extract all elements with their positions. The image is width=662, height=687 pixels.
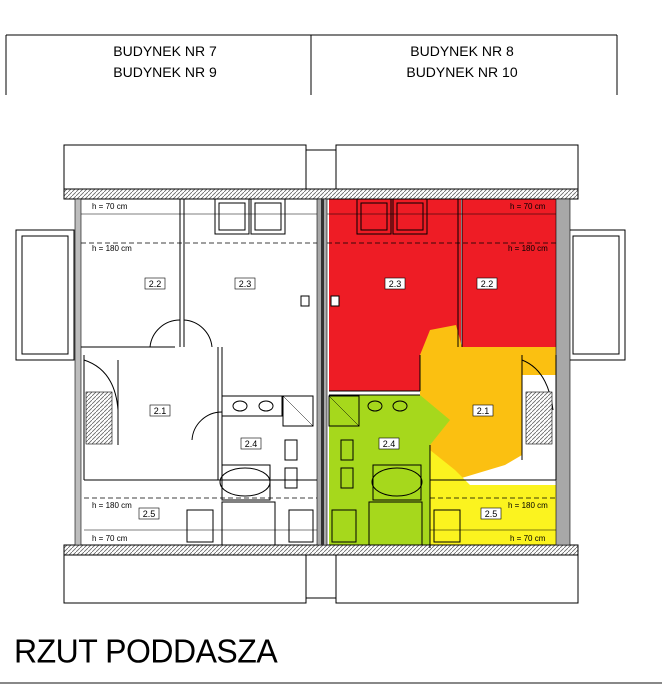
room-2-4-fill	[329, 395, 450, 548]
stairs	[85, 391, 553, 445]
right-room-labels: 2.3 2.2 2.1 2.4 2.5 h = 70 cm h = 180 cm…	[378, 202, 548, 543]
height-label-top70-left: h = 70 cm	[92, 202, 128, 211]
height-label-bot70-right: h = 70 cm	[510, 534, 546, 543]
room-label-2-1-right: 2.1	[477, 406, 490, 416]
room-label-2-1-left: 2.1	[154, 406, 167, 416]
header-left-line2: BUDYNEK NR 9	[113, 64, 217, 80]
room-label-2-4-left: 2.4	[245, 439, 258, 449]
room-label-2-3-left: 2.3	[239, 279, 252, 289]
height-label-bot70-left: h = 70 cm	[92, 534, 128, 543]
height-label-top180-right: h = 180 cm	[508, 244, 548, 253]
right-unit-plan	[327, 198, 557, 548]
left-room-labels: 2.2 2.3 2.1 2.4 2.5 h = 70 cm h = 180 cm…	[92, 202, 262, 543]
height-label-bot180-right: h = 180 cm	[508, 501, 548, 510]
room-label-2-5-right: 2.5	[485, 509, 498, 519]
height-label-top180-left: h = 180 cm	[92, 244, 132, 253]
room-2-2-fill	[462, 199, 556, 347]
plan-title: RZUT PODDASZA	[14, 632, 278, 670]
room-label-2-5-left: 2.5	[143, 509, 156, 519]
bottom-rule	[0, 682, 662, 684]
room-label-2-2-right: 2.2	[481, 279, 494, 289]
left-unit-plan	[81, 198, 317, 546]
height-label-top70-right: h = 70 cm	[510, 202, 546, 211]
header-table: BUDYNEK NR 7 BUDYNEK NR 9 BUDYNEK NR 8 B…	[5, 34, 618, 95]
room-label-2-4-right: 2.4	[383, 439, 396, 449]
header-right-line1: BUDYNEK NR 8	[410, 43, 514, 59]
header-right-line2: BUDYNEK NR 10	[406, 64, 517, 80]
walls	[63, 188, 579, 556]
height-label-bot180-left: h = 180 cm	[92, 501, 132, 510]
room-label-2-2-left: 2.2	[149, 279, 162, 289]
room-label-2-3-right: 2.3	[389, 279, 402, 289]
room-2-5-fill	[430, 450, 556, 548]
header-left-line1: BUDYNEK NR 7	[113, 43, 217, 59]
